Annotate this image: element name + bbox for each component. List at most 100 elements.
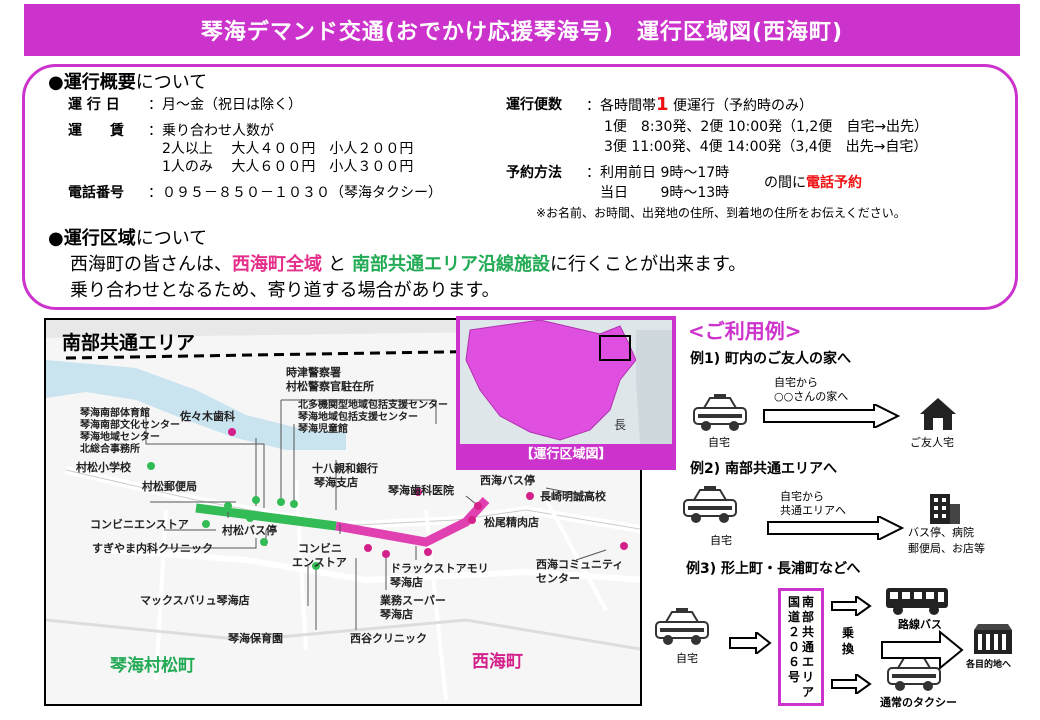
example1-to: ご友人宅 (910, 436, 954, 449)
map-label: 北総合事務所 (80, 444, 140, 455)
fare-line3: 1人のみ 大人６００円 小人３００円 (162, 159, 414, 175)
map-label: 北多機関型地域包括支援センター (298, 400, 448, 411)
trips-number: 1 (656, 94, 669, 115)
area-line2: 乗り合わせとなるため、寄り道する場合があります。 (70, 280, 500, 301)
poi-green (260, 538, 268, 546)
poi-green (252, 496, 260, 504)
arrow-right-icon (881, 630, 964, 670)
road-char: ６ (787, 655, 800, 669)
fare-line1: ：乗り合わせ人数が (148, 123, 274, 139)
reserve-call: の間に電話予約 (764, 174, 862, 192)
poi-pink (468, 516, 476, 524)
map-label: 西海バス停 (480, 474, 535, 487)
poi-green (312, 562, 320, 570)
example1-arrow-bottom: ○○さんの家へ (774, 390, 849, 403)
road-char: ２ (787, 625, 800, 639)
trips-label: 運行便数 (506, 97, 562, 113)
road-edge (65, 469, 640, 530)
poi-pink (474, 502, 482, 510)
overview-heading-rest: について (135, 72, 208, 93)
example1-label: 例1) 町内のご友人の家へ (690, 351, 852, 367)
service-area-shape (465, 320, 637, 441)
south-area-label: 南部共通エリア (62, 332, 196, 354)
map-label: 村松バス停 (222, 524, 277, 537)
map-label: 村松警察官駐在所 (286, 380, 374, 393)
route-green (195, 503, 337, 531)
map-label: 琴海歯科医院 (388, 484, 454, 497)
trips-post: 便運行（予約時のみ） (668, 98, 813, 114)
days-label: 運 行 日 (68, 97, 120, 113)
map-label: 西谷クリニック (350, 632, 427, 645)
arrow-right-icon (763, 404, 901, 428)
reserve-note: ※お名前、お時間、出発地の住所、到着地の住所をお伝えください。 (536, 206, 906, 220)
area-map: 南部共通エリア 時津警察署 村松警察官駐在所 北多機関型地域包括支援センター 琴… (44, 318, 642, 706)
poi-green (246, 514, 254, 522)
map-label: 業務スーパー (380, 594, 446, 607)
trips-line3: 3便 11:00発、4便 14:00発（3,4便 出先→自宅） (604, 139, 928, 155)
house-icon (920, 398, 956, 430)
map-label: 琴海支店 (314, 476, 358, 489)
poi-pink (414, 488, 422, 496)
inset-land (636, 330, 672, 444)
arrow-right-icon (831, 596, 872, 616)
overview-heading: ●運行概要について (48, 72, 207, 94)
poi-green (202, 520, 210, 528)
trips-value: ：各時間帯1 便運行（予約時のみ） (586, 94, 813, 116)
map-label: 琴海児童館 (298, 424, 348, 435)
water-area (46, 360, 346, 450)
map-label: 村松小学校 (76, 461, 131, 474)
poi-pink (382, 550, 390, 558)
taxi-icon (683, 486, 737, 523)
example2-arrow-bottom: 共通エリアへ (780, 504, 846, 517)
poi-green (290, 500, 298, 508)
buildings-icon (974, 624, 1012, 654)
road-name: 国 道 ２ ０ ６ 号 (788, 595, 800, 703)
inset-highlight-box (599, 335, 631, 361)
map-label: すぎやま内科クリニック (92, 542, 213, 555)
route-char: エ (802, 655, 815, 669)
poi-pink (424, 548, 432, 556)
arrow-right-icon (831, 674, 872, 694)
map-label: 村松郵便局 (142, 480, 197, 493)
route-pink (335, 496, 490, 547)
reserve-label: 予約方法 (506, 165, 562, 181)
map-label: エンストア (292, 556, 347, 569)
trips-line2: 1便 8:30発、2便 10:00発（1,2便 自宅→出先） (604, 119, 929, 135)
map-base (46, 320, 640, 701)
route-box: 国 道 ２ ０ ６ 号 南 部 共 通 エ リ ア (778, 588, 824, 706)
map-label: ドラックストアモリ (390, 562, 489, 575)
map-label: 琴海店 (380, 608, 413, 621)
poi-pink (364, 544, 372, 552)
example2-label: 例2) 南部共通エリアへ (690, 461, 838, 477)
bullet: ● (48, 72, 64, 93)
poi-green (147, 462, 155, 470)
phone-value: ：０９５－８５０－１０３０（琴海タクシー） (148, 185, 442, 201)
examples-heading: <ご利用例> (688, 319, 802, 343)
reserve-line2: 当日 9時～13時 (600, 185, 730, 201)
building-icon (930, 494, 960, 524)
road-char: 国 (787, 595, 800, 609)
map-label: 時津警察署 (286, 366, 341, 379)
area-line1-c: と (328, 254, 346, 275)
example2-from: 自宅 (710, 534, 732, 547)
road-2 (105, 547, 640, 584)
taxi-label: 通常のタクシー (880, 696, 957, 709)
example1-arrow-top: 自宅から (774, 376, 818, 389)
area-heading: ●運行区域について (48, 228, 207, 250)
map-label: 西海コミュニティ (536, 558, 624, 571)
road-char: ０ (787, 640, 800, 654)
example3-from: 自宅 (676, 652, 698, 665)
map-label: 佐々木歯科 (180, 410, 235, 423)
example2-to1: バス停、病院 (908, 526, 974, 539)
poi-pink (620, 542, 628, 550)
poi-pink (526, 492, 534, 500)
reserve-line1: ：利用前日 9時～17時 (586, 165, 730, 181)
poi-green (224, 502, 232, 510)
area-line1: 西海町の皆さんは、西海町全域と南部共通エリア沿線施設に行くことが出来ます。 (70, 254, 746, 276)
poi-green (277, 498, 285, 506)
arrow-right-icon (729, 632, 772, 654)
map-label: コンビニエンストア (90, 518, 189, 531)
overview-heading-bold: 運行概要 (63, 72, 136, 93)
bullet: ● (48, 228, 64, 249)
map-label: 十八親和銀行 (312, 462, 378, 475)
